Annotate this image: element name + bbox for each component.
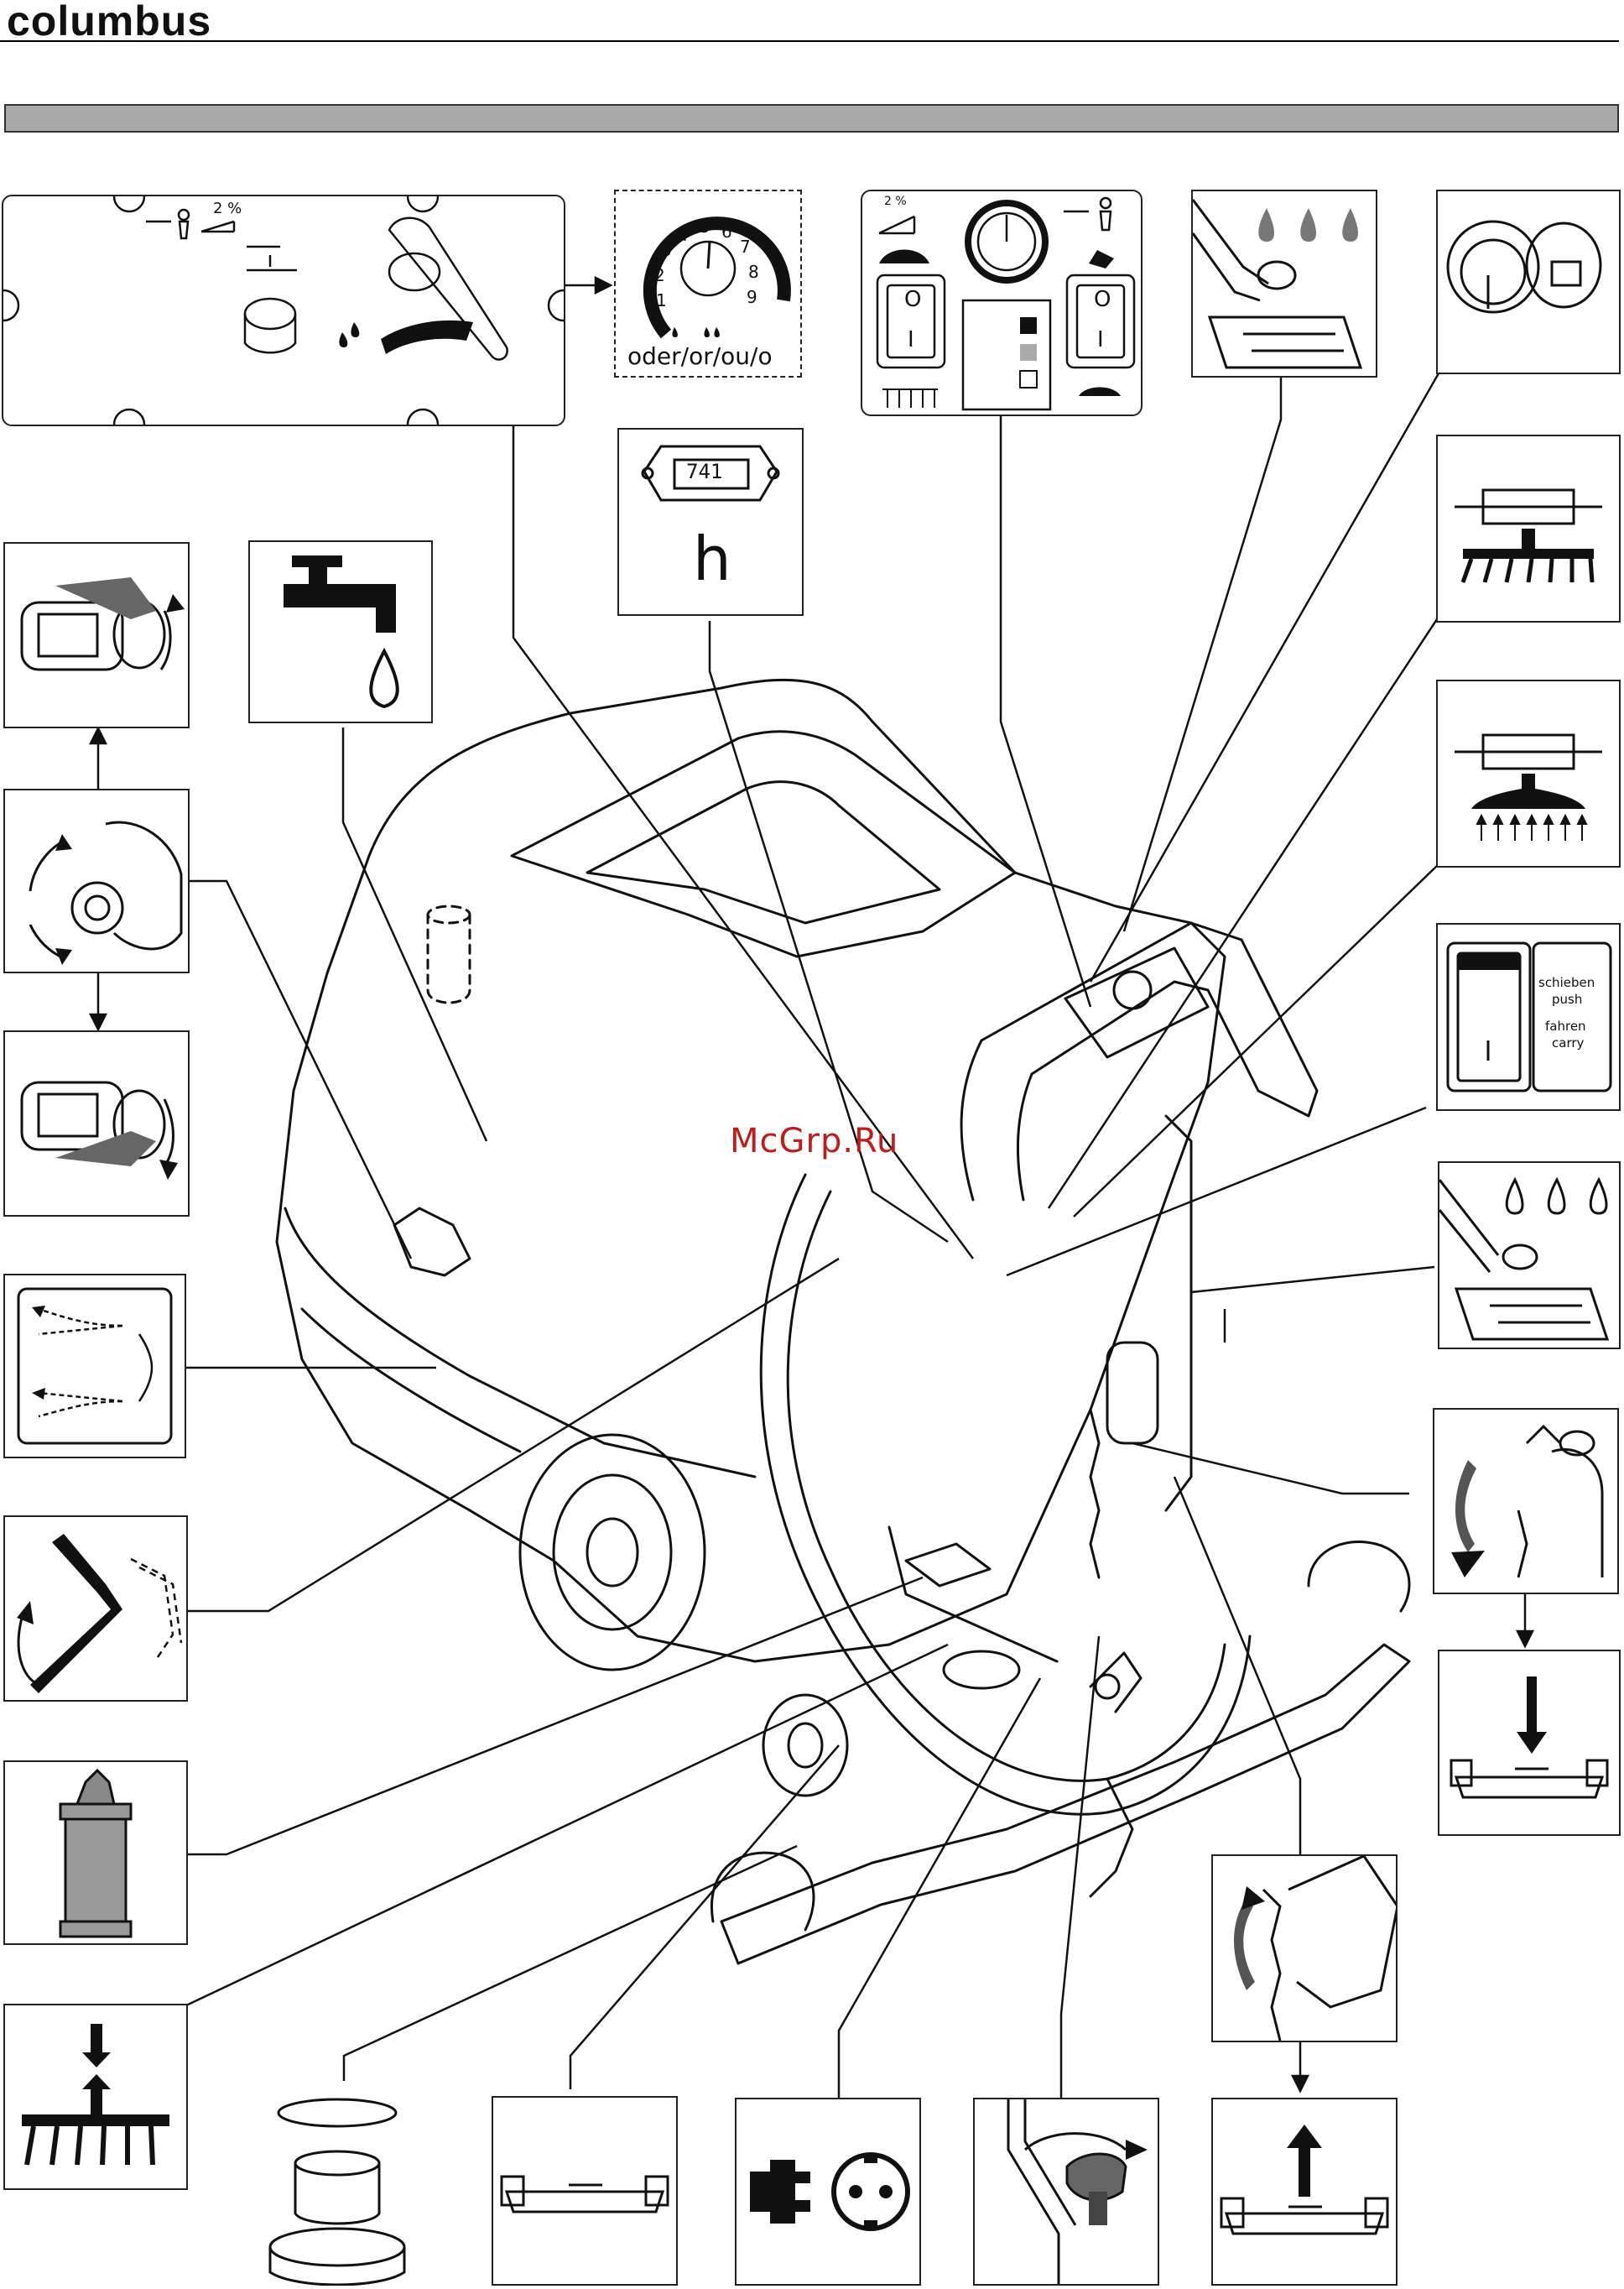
key-switch-icon [1438, 191, 1619, 373]
panel-water-tap [248, 540, 433, 723]
panel-water-pad [1191, 190, 1377, 378]
panel-knob-release [973, 2098, 1159, 2286]
lever-illustration [3, 196, 564, 425]
panel-squeegee-up [1211, 2098, 1398, 2286]
panel-brush-lowered [3, 1030, 190, 1217]
push-switch-line-1: schieben [1538, 975, 1595, 990]
push-switch-line-3: fahren [1545, 1019, 1586, 1034]
vacuum-fuse-icon [1438, 681, 1619, 866]
knob-release-icon [975, 2099, 1158, 2284]
squeegee-down-icon [1439, 1651, 1619, 1834]
speed-label: 2 % [884, 195, 907, 208]
brush-fuse-icon [1438, 436, 1619, 621]
direction-adjust-icon [5, 1275, 185, 1457]
push-switch-line-4: carry [1552, 1035, 1584, 1051]
panel-squeegee-chain-2 [1211, 1854, 1398, 2042]
hour-meter-reading: 741 [686, 460, 722, 483]
panel-operator: 2 % O I O I [861, 190, 1143, 416]
water-pad-icon [1193, 191, 1376, 376]
panel-hour-meter: 741 h [617, 428, 804, 616]
brush-knob-icon [5, 790, 188, 972]
watermark-text: McGrp.Ru [730, 1122, 898, 1160]
dial-mark-2: 2 [654, 265, 665, 285]
panel-brush-fuse [1436, 435, 1621, 623]
switch-right-off: O [1094, 287, 1111, 312]
panel-push-switch: schieben push fahren carry [1436, 923, 1621, 1111]
panel-brush-raised [3, 542, 190, 728]
dial-mark-5: 5 [700, 216, 710, 237]
squeegee-chain-icon [1434, 1410, 1617, 1593]
panel-water-pad-2 [1438, 1161, 1621, 1349]
filter-icon [5, 1762, 186, 1943]
panel-brush-knob [3, 789, 190, 973]
switch-right-on: I [1097, 327, 1104, 352]
handle-lever-icon [5, 1517, 186, 1700]
panel-squeegee-side [492, 2096, 678, 2286]
switch-left-off: O [904, 287, 921, 312]
panel-dosing-dial: 1 2 3 4 5 6 7 8 9 oder/or/ou/o [614, 190, 802, 378]
push-switch-line-2: push [1552, 992, 1582, 1007]
panel-direction-adjust [3, 1274, 186, 1458]
dial-mark-7: 7 [740, 237, 751, 257]
dial-caption: oder/or/ou/o [627, 342, 773, 370]
panel-power-plug [735, 2098, 921, 2286]
panel-squeegee-chain [1433, 1408, 1619, 1594]
dosing-dial-graphic [616, 191, 800, 342]
squeegee-up-icon [1213, 2099, 1396, 2284]
slope-label: 2 % [213, 200, 242, 217]
dial-mark-9: 9 [747, 287, 757, 307]
dial-mark-1: 1 [656, 290, 667, 310]
squeegee-side-icon [493, 2098, 676, 2284]
dial-mark-8: 8 [748, 262, 759, 282]
push-switch-graphic [1438, 925, 1619, 1109]
water-pad-icon-2 [1439, 1163, 1619, 1348]
dial-mark-4: 4 [678, 225, 689, 245]
brush-lowered-icon [5, 1032, 188, 1215]
panel-key-switch [1436, 190, 1621, 374]
hour-meter-unit: h [693, 524, 731, 594]
panel-filter [3, 1760, 188, 1945]
panel-squeegee-down [1438, 1650, 1621, 1836]
panel-handle-lever [3, 1515, 188, 1702]
brush-height-icon [5, 2005, 186, 2188]
dial-mark-3: 3 [661, 240, 672, 260]
panel-vacuum-fuse [1436, 680, 1621, 868]
panel-control-lever: 2 % [2, 195, 565, 426]
panel-brush-adapter [245, 2096, 431, 2286]
squeegee-chain-icon-2 [1213, 1856, 1396, 2041]
power-plug-icon [737, 2099, 919, 2284]
switch-left-on: I [908, 327, 914, 352]
brush-adapter-icon [245, 2096, 431, 2286]
water-tap-icon [250, 542, 431, 722]
panel-brush-height [3, 2004, 188, 2190]
dial-mark-6: 6 [721, 222, 732, 242]
brush-raised-icon [5, 544, 188, 727]
